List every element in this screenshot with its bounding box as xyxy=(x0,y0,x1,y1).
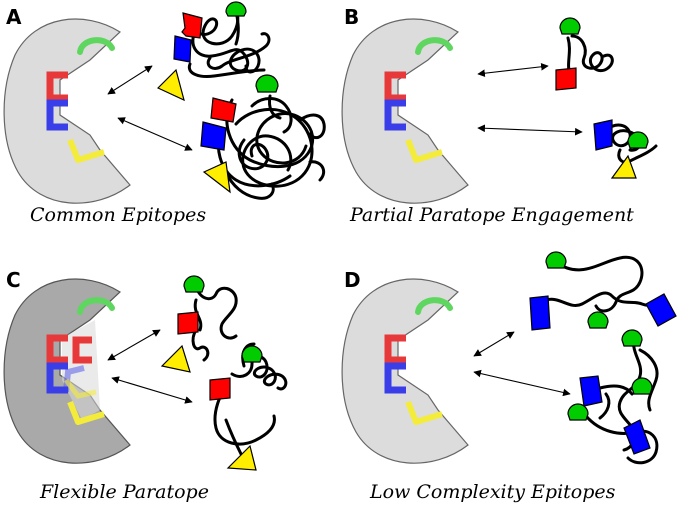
paratope-green xyxy=(77,37,115,55)
paratope-yellow xyxy=(67,138,105,163)
epitope-green xyxy=(631,377,653,395)
paratope-green xyxy=(415,37,453,55)
binding-arrow xyxy=(111,376,193,404)
panel-c-caption: Flexible Paratope xyxy=(39,481,209,503)
binding-arrow xyxy=(107,65,153,95)
paratope-green xyxy=(415,297,453,315)
epitope-blue xyxy=(593,119,613,151)
binding-arrow xyxy=(107,329,161,361)
paratope-blue-shifted xyxy=(63,365,85,393)
antigen-small xyxy=(156,1,271,102)
paratope-red xyxy=(384,334,406,364)
antibody-body xyxy=(341,18,469,204)
panel-c-letter: C xyxy=(6,268,21,292)
epitope-green xyxy=(241,345,263,363)
paratope-red xyxy=(46,71,68,102)
panel-d-caption: Low Complexity Epitopes xyxy=(369,481,616,503)
paratope-yellow xyxy=(67,400,105,425)
epitope-yellow xyxy=(156,68,185,102)
paratope-red xyxy=(46,334,68,364)
panel-a: A xyxy=(3,1,326,226)
paratope-blue xyxy=(384,362,406,394)
epitope-green xyxy=(225,1,247,17)
epitope-yellow xyxy=(610,154,637,179)
epitope-red xyxy=(177,311,199,335)
paratope-yellow xyxy=(405,400,443,425)
epitope-yellow xyxy=(202,161,231,194)
epitope-green xyxy=(255,74,279,93)
paratope-green xyxy=(77,297,115,315)
panel-b-caption: Partial Paratope Engagement xyxy=(349,204,634,226)
epitope-green xyxy=(587,311,609,329)
binding-arrow xyxy=(473,369,571,397)
antigen-small xyxy=(160,275,238,373)
epitope-blue xyxy=(173,35,192,63)
epitope-blue xyxy=(579,375,603,407)
panel-b: B Partial Paratope Engagement xyxy=(341,5,658,226)
antigen-small xyxy=(555,17,614,91)
epitope-green xyxy=(183,275,205,293)
antigen-large xyxy=(209,342,288,471)
antigen-small-2 xyxy=(593,119,658,179)
paratope-blue xyxy=(384,99,406,131)
paratope-yellow xyxy=(405,138,443,163)
paratope-red-shifted xyxy=(72,336,92,364)
epitope-red xyxy=(555,67,577,91)
antigen-repetitive xyxy=(529,251,677,465)
binding-arrow xyxy=(477,62,549,78)
epitope-red xyxy=(209,377,231,401)
binding-arrow xyxy=(477,124,583,136)
paratope-red xyxy=(384,71,406,102)
panel-d-letter: D xyxy=(344,268,361,292)
epitope-blue xyxy=(529,295,551,331)
binding-arrow xyxy=(473,331,515,357)
paratope-yellow-shifted xyxy=(64,378,97,399)
binding-arrow xyxy=(117,117,193,151)
panel-b-letter: B xyxy=(344,5,359,29)
epitope-green xyxy=(559,17,581,35)
panel-c: C Flexible Paratope xyxy=(3,268,288,503)
paratope-blue xyxy=(46,362,68,394)
epitope-blue xyxy=(200,121,227,151)
panel-a-caption: Common Epitopes xyxy=(30,204,206,226)
panel-d: D Low Complexity Epitopes xyxy=(341,251,677,503)
epitope-green xyxy=(545,251,567,269)
epitope-yellow xyxy=(226,444,257,471)
epitope-yellow xyxy=(160,344,191,373)
antibody-body xyxy=(3,18,131,204)
epitope-green xyxy=(627,131,649,149)
paratope-blue xyxy=(46,99,68,131)
epitope-red xyxy=(181,12,203,39)
antigen-large xyxy=(200,74,326,200)
epitope-green xyxy=(621,329,643,347)
epitope-red xyxy=(210,97,237,123)
panel-a-letter: A xyxy=(6,5,22,29)
epitope-blue xyxy=(623,419,651,455)
epitope-green xyxy=(567,403,589,421)
epitope-blue xyxy=(645,293,677,327)
